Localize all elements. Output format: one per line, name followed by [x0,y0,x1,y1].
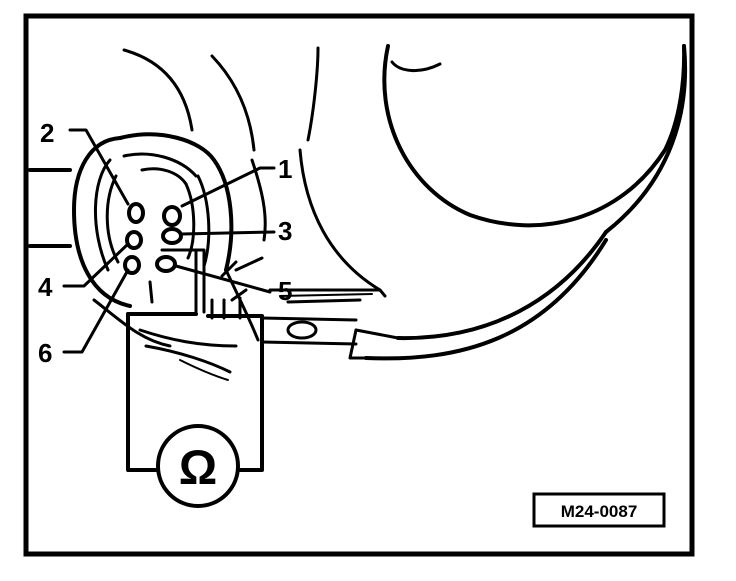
pin-2 [127,202,145,224]
callout-label-5: 5 [278,276,292,306]
callout-numbers: 2 1 3 4 5 6 [38,118,292,368]
callout-label-1: 1 [278,154,292,184]
ohm-symbol: Ω [179,442,217,495]
callout-label-4: 4 [38,272,53,302]
ohmmeter: Ω [126,312,264,508]
diagram-frame [23,13,695,557]
pin-1 [162,205,182,227]
reference-code-box: M24-0087 [532,492,666,528]
pin-5 [155,255,177,273]
cable-tube [260,316,358,346]
background-arcs [122,46,320,242]
pin-3 [161,227,183,245]
pin-4 [125,230,143,250]
sensor-housing [268,44,688,361]
callout-label-3: 3 [278,216,292,246]
ohm-meter-circle [156,424,240,508]
callout-leaders [62,128,276,354]
callout-label-6: 6 [38,338,52,368]
reference-code: M24-0087 [561,502,638,521]
pin-6 [123,255,141,275]
connector-pins [123,202,183,275]
callout-label-2: 2 [40,118,54,148]
